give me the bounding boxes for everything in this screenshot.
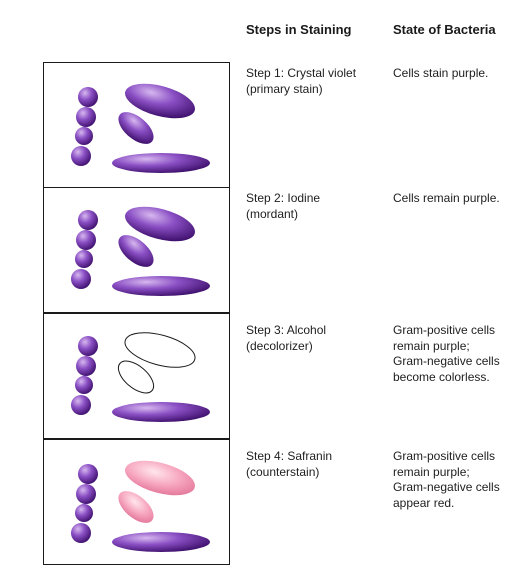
step-3-text: Step 3: Alcohol (decolorizer) bbox=[246, 323, 386, 354]
coccus-cell bbox=[75, 250, 93, 268]
state-3-text: Gram-positive cells remain purple; Gram-… bbox=[393, 323, 518, 385]
step-2-role: (mordant) bbox=[246, 206, 299, 221]
panel-step-1 bbox=[43, 62, 230, 188]
state-4-text: Gram-positive cells remain purple; Gram-… bbox=[393, 449, 518, 511]
rod-cell-lower bbox=[112, 153, 210, 173]
panel-step-3 bbox=[43, 313, 230, 439]
state-3-line-4: become colorless. bbox=[393, 369, 490, 384]
header-steps: Steps in Staining bbox=[246, 22, 352, 37]
step-4-text: Step 4: Safranin (counterstain) bbox=[246, 449, 386, 480]
step-4-role: (counterstain) bbox=[246, 464, 320, 479]
coccus-cell bbox=[75, 376, 93, 394]
header-state: State of Bacteria bbox=[393, 22, 496, 37]
panel-step-4 bbox=[43, 439, 230, 565]
rod-cell-lower bbox=[112, 532, 210, 552]
step-1-text: Step 1: Crystal violet (primary stain) bbox=[246, 66, 386, 97]
rod-cell-middle-pink bbox=[118, 491, 154, 523]
step-1-role: (primary stain) bbox=[246, 81, 323, 96]
coccus-cell bbox=[76, 356, 96, 376]
coccus-cell bbox=[78, 87, 98, 107]
step-3-name: Step 3: Alcohol bbox=[246, 323, 327, 337]
coccus-cell bbox=[76, 484, 96, 504]
coccus-cell bbox=[75, 504, 93, 522]
rod-cell-upper-colorless bbox=[124, 332, 196, 368]
state-3-line-1: Gram-positive cells bbox=[393, 323, 496, 337]
coccus-cell bbox=[71, 395, 91, 415]
step-1-name: Step 1: Crystal violet bbox=[246, 66, 357, 80]
rod-cell-upper bbox=[125, 206, 195, 242]
coccus-cell bbox=[78, 464, 98, 484]
state-2-text: Cells remain purple. bbox=[393, 191, 518, 207]
coccus-cell bbox=[71, 146, 91, 166]
state-3-line-2: remain purple; bbox=[393, 338, 470, 353]
step-3-role: (decolorizer) bbox=[246, 338, 313, 353]
coccus-cell bbox=[76, 107, 96, 127]
rod-cell-middle-colorless bbox=[117, 360, 155, 394]
coccus-cell bbox=[71, 269, 91, 289]
panel-step-2 bbox=[43, 187, 230, 313]
state-2-line: Cells remain purple. bbox=[393, 191, 500, 205]
coccus-cell bbox=[71, 523, 91, 543]
step-2-text: Step 2: Iodine (mordant) bbox=[246, 191, 386, 222]
bacteria-illustration-2 bbox=[71, 206, 210, 296]
bacteria-illustration-4 bbox=[71, 460, 210, 552]
bacteria-illustration-1 bbox=[71, 83, 210, 173]
rod-cell-middle bbox=[118, 112, 154, 144]
bacteria-illustration-3 bbox=[71, 332, 210, 422]
state-4-line-1: Gram-positive cells bbox=[393, 449, 496, 463]
coccus-cell bbox=[75, 127, 93, 145]
step-2-name: Step 2: Iodine bbox=[246, 191, 321, 205]
state-3-line-3: Gram-negative cells bbox=[393, 354, 500, 368]
rod-cell-middle bbox=[118, 235, 154, 267]
rod-cell-lower bbox=[112, 276, 210, 296]
coccus-cell bbox=[76, 230, 96, 250]
coccus-cell bbox=[78, 336, 98, 356]
rod-cell-upper-pink bbox=[125, 460, 195, 496]
rod-cell-upper bbox=[125, 83, 195, 119]
state-4-line-3: Gram-negative cells bbox=[393, 480, 500, 494]
step-4-name: Step 4: Safranin bbox=[246, 449, 333, 463]
state-4-line-2: remain purple; bbox=[393, 464, 470, 479]
rod-cell-lower bbox=[112, 402, 210, 422]
state-4-line-4: appear red. bbox=[393, 495, 455, 510]
state-1-line: Cells stain purple. bbox=[393, 66, 489, 80]
state-1-text: Cells stain purple. bbox=[393, 66, 518, 82]
coccus-cell bbox=[78, 210, 98, 230]
